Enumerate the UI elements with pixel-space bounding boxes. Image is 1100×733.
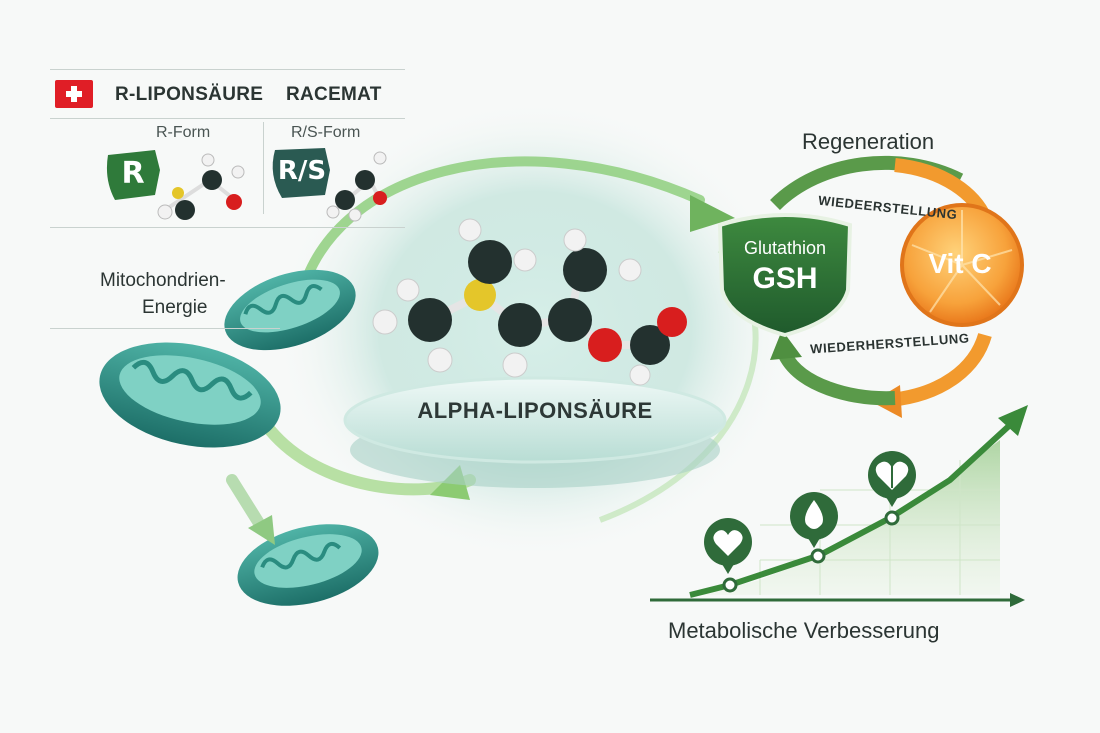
mitochondria-divider bbox=[50, 328, 280, 329]
atom-hydrogen bbox=[502, 352, 528, 378]
atom-carbon bbox=[468, 240, 512, 284]
atom-carbon bbox=[563, 248, 607, 292]
cycle-arrow-bottom-green bbox=[778, 351, 896, 406]
rs-form-molecule bbox=[326, 151, 387, 222]
atom-hydrogen bbox=[513, 248, 537, 272]
mitochondrion-large bbox=[99, 342, 281, 448]
leaf-heart-icon bbox=[868, 451, 916, 507]
rs-badge-label: R/S bbox=[277, 156, 327, 186]
atom-hydrogen bbox=[629, 364, 651, 386]
swiss-flag-icon bbox=[55, 80, 93, 108]
header-divider bbox=[50, 118, 405, 119]
swirl-arrowhead-top bbox=[690, 195, 735, 232]
mitochondria-label-line1: Mitochondrien- bbox=[100, 270, 226, 291]
regeneration-title: Regeneration bbox=[802, 129, 935, 154]
chart-marker bbox=[722, 577, 738, 593]
atom-hydrogen bbox=[396, 278, 420, 302]
atom-carbon bbox=[498, 303, 542, 347]
glutathione-shield bbox=[717, 213, 853, 338]
r-liponsaeure-header: R-LIPONSÄURE bbox=[115, 84, 264, 105]
atom-carbon bbox=[408, 298, 452, 342]
glutathione-label: Glutathion bbox=[743, 238, 827, 258]
atom-oxygen bbox=[657, 307, 687, 337]
swirl-arc-top bbox=[295, 156, 705, 305]
metabolic-chart bbox=[650, 405, 1028, 607]
alpha-liponsaeure-label: ALPHA-LIPONSÄURE bbox=[417, 398, 653, 423]
mito-arrow bbox=[226, 474, 268, 534]
heart-icon bbox=[704, 518, 752, 574]
r-form-molecule bbox=[157, 153, 245, 220]
mitochondria-label-line2: Energie bbox=[142, 297, 208, 318]
chart-x-axis-arrowhead bbox=[1010, 593, 1025, 607]
molecule-model bbox=[372, 218, 687, 386]
chart-marker bbox=[884, 510, 900, 526]
atom-carbon bbox=[630, 325, 670, 365]
gsh-label: GSH bbox=[752, 262, 818, 295]
atom-hydrogen bbox=[458, 218, 482, 242]
cycle-arrow-bottom-orange bbox=[889, 332, 992, 407]
vitamin-c-label: Vit C bbox=[928, 248, 992, 279]
orange-segments bbox=[911, 210, 1013, 313]
atom-oxygen bbox=[588, 328, 622, 362]
r-badge-label: R bbox=[121, 156, 145, 191]
rs-form-label: R/S-Form bbox=[291, 124, 361, 141]
r-badge-shape bbox=[106, 150, 160, 200]
cycle-arrowhead-bottom-green bbox=[770, 330, 802, 360]
metabolic-label: Metabolische Verbesserung bbox=[668, 618, 940, 643]
forms-vertical-divider bbox=[263, 122, 264, 214]
r-form-label: R-Form bbox=[156, 124, 211, 141]
growth-arrowhead bbox=[998, 405, 1028, 436]
mito-arrowhead bbox=[248, 515, 275, 545]
mitochondrion-small bbox=[237, 524, 379, 606]
atom-sulfur bbox=[464, 279, 496, 311]
atom-hydrogen bbox=[618, 258, 642, 282]
atom-hydrogen bbox=[372, 309, 398, 335]
rs-badge-shape bbox=[272, 148, 330, 198]
atom-hydrogen bbox=[427, 347, 453, 373]
atom-carbon bbox=[548, 298, 592, 342]
forms-divider bbox=[50, 227, 405, 228]
mitochondrion-top bbox=[224, 269, 356, 351]
chart-marker bbox=[810, 548, 826, 564]
racemat-header: RACEMAT bbox=[286, 84, 382, 105]
atom-hydrogen bbox=[563, 228, 587, 252]
drop-icon bbox=[790, 492, 838, 548]
chart-area bbox=[700, 440, 1000, 595]
disc-platform bbox=[343, 376, 727, 464]
top-divider bbox=[50, 69, 405, 70]
